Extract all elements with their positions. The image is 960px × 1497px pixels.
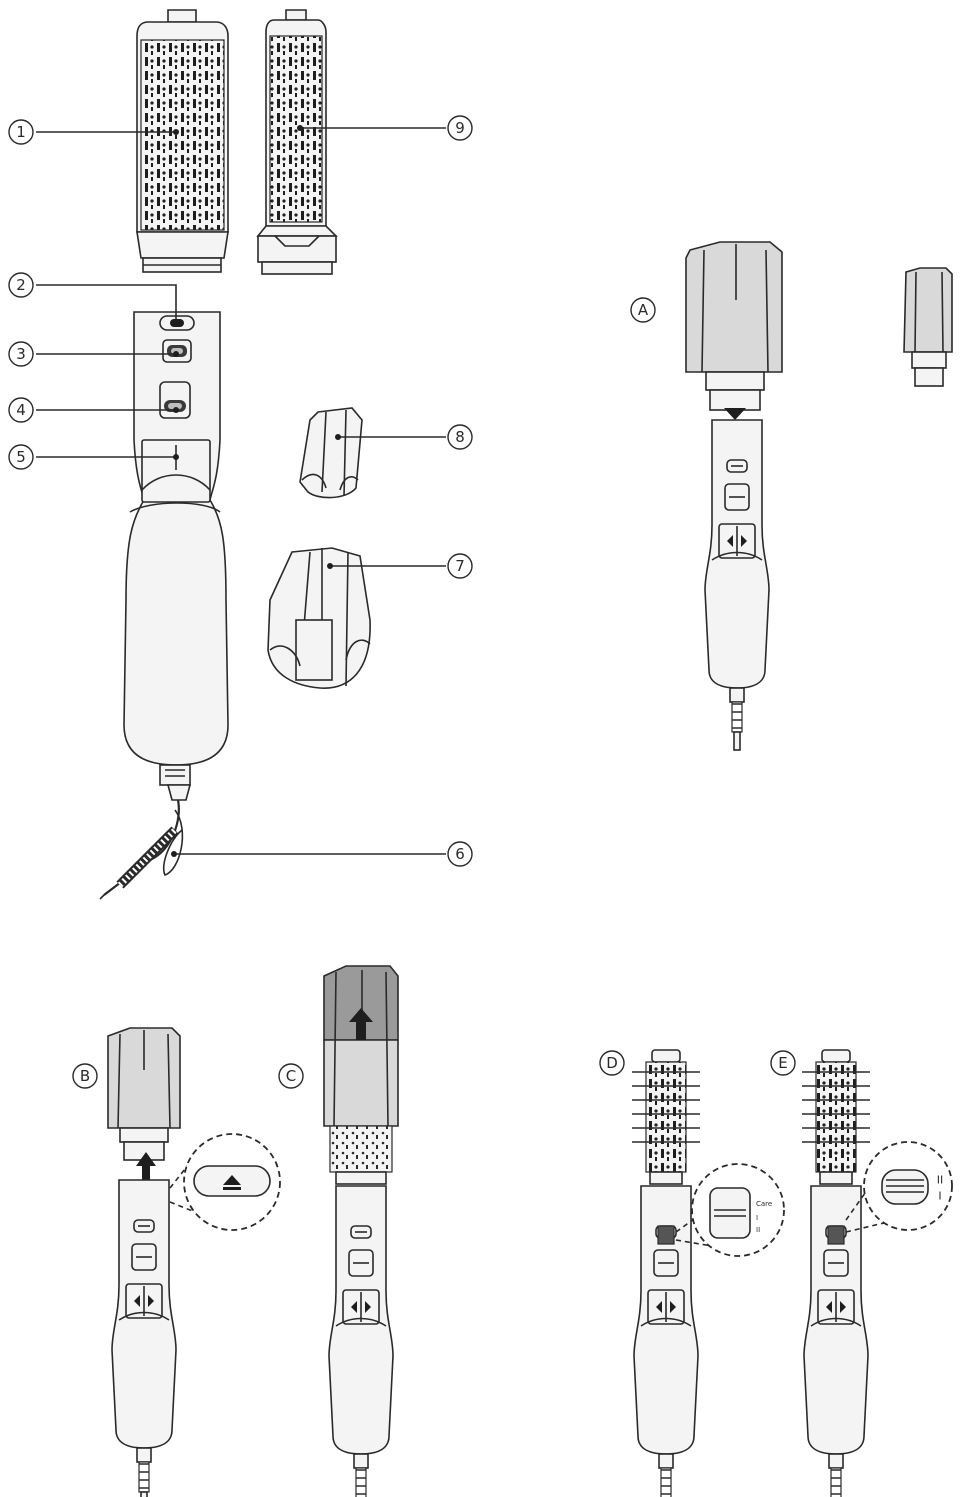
arrow-down-icon xyxy=(724,408,746,420)
callout-2: 2 xyxy=(8,272,34,298)
step-b-illustration: B xyxy=(72,1027,281,1497)
callout-6-label: 6 xyxy=(455,845,465,863)
step-e-illustration: E II I xyxy=(770,1049,953,1497)
callout-9-label: 9 xyxy=(455,119,465,137)
callout-3-label: 3 xyxy=(16,345,26,363)
eject-icon xyxy=(223,1175,241,1185)
small-cap-icon xyxy=(299,407,363,499)
callout-4: 4 xyxy=(8,397,34,423)
callout-5-label: 5 xyxy=(16,448,26,466)
air-inlet-grille-icon xyxy=(141,439,211,503)
care-setting-label: Care xyxy=(756,1200,772,1208)
callout-4-label: 4 xyxy=(16,401,26,419)
speed-one-label: I xyxy=(938,1190,941,1203)
callout-3: 3 xyxy=(8,341,34,367)
leader-lines xyxy=(36,125,446,857)
brush-barrel-icon xyxy=(136,9,229,273)
step-d-illustration: D Care I II xyxy=(599,1049,785,1497)
main-handle-icon xyxy=(123,311,229,786)
callout-7-label: 7 xyxy=(455,557,465,575)
arrow-up-icon xyxy=(349,1008,373,1040)
airflow-switch-icon xyxy=(162,339,192,363)
callout-9: 9 xyxy=(447,115,473,141)
callout-8: 8 xyxy=(447,424,473,450)
step-b-label: B xyxy=(80,1067,90,1085)
step-d-label: D xyxy=(606,1054,618,1072)
setting-two-label: II xyxy=(756,1226,760,1234)
step-a-label: A xyxy=(638,301,649,319)
callout-1: 1 xyxy=(8,119,34,145)
callout-8-label: 8 xyxy=(455,428,465,446)
callout-1-label: 1 xyxy=(16,123,26,141)
step-c-illustration: C xyxy=(278,965,399,1497)
power-cord-icon xyxy=(99,784,192,900)
step-e-label: E xyxy=(778,1054,787,1072)
setting-one-label: I xyxy=(756,1214,758,1222)
arrow-up-icon xyxy=(136,1152,156,1184)
callout-5: 5 xyxy=(8,444,34,470)
callout-6: 6 xyxy=(447,841,473,867)
bristle-brush-icon xyxy=(256,9,338,275)
step-c-label: C xyxy=(286,1067,296,1085)
callout-7: 7 xyxy=(447,553,473,579)
callout-2-label: 2 xyxy=(16,276,26,294)
temperature-switch-icon xyxy=(159,381,191,419)
speed-two-label: II xyxy=(937,1174,944,1187)
large-cap-icon xyxy=(267,547,371,689)
step-a-illustration: A xyxy=(630,241,953,751)
